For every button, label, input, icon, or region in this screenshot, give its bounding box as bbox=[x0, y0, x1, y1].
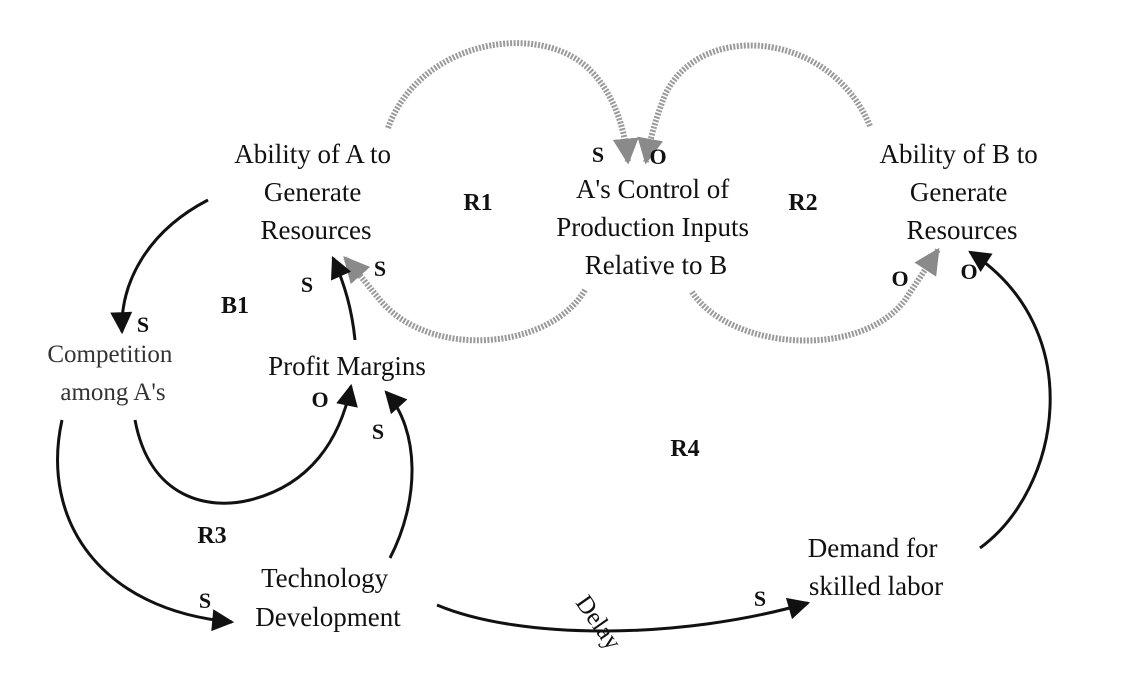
polarity-a-to-control: S bbox=[592, 142, 604, 167]
loop-label-r3: R3 bbox=[197, 523, 226, 549]
polarity-control-to-a: S bbox=[374, 256, 386, 281]
polarity-b-to-control: O bbox=[649, 144, 666, 169]
node-ability-a: Ability of A to Generate Resources bbox=[234, 139, 398, 245]
link-ability-b-to-control bbox=[637, 42, 873, 165]
loop-label-r1: R1 bbox=[463, 190, 492, 216]
delay-label: Delay bbox=[570, 591, 627, 656]
link-tech-to-demand bbox=[436, 597, 811, 633]
loop-label-r2: R2 bbox=[788, 190, 817, 216]
polarity-competition-to-tech: S bbox=[199, 588, 211, 613]
node-control: A's Control of Production Inputs Relativ… bbox=[556, 174, 756, 280]
loop-label-b1: B1 bbox=[221, 293, 249, 319]
polarity-a-to-competition: S bbox=[137, 312, 149, 337]
node-demand: Demand for skilled labor bbox=[808, 533, 944, 601]
node-profit-margins: Profit Margins bbox=[268, 351, 426, 381]
link-tech-to-profit bbox=[384, 390, 414, 559]
link-profit-to-ability-a bbox=[330, 255, 357, 341]
link-control-to-ability-b bbox=[689, 247, 941, 344]
polarity-tech-to-profit: S bbox=[372, 419, 384, 444]
polarity-control-to-b: O bbox=[891, 266, 908, 291]
node-competition: Competition among A's bbox=[47, 341, 178, 406]
link-ability-a-to-competition bbox=[110, 198, 209, 335]
polarity-competition-to-profit: O bbox=[311, 387, 328, 412]
node-technology: Technology Development bbox=[255, 563, 401, 632]
node-ability-b: Ability of B to Generate Resources bbox=[879, 139, 1044, 245]
polarity-profit-to-a: S bbox=[301, 272, 313, 297]
loop-label-r4: R4 bbox=[670, 436, 699, 462]
polarity-tech-to-demand: S bbox=[754, 586, 766, 611]
polarity-demand-to-b: O bbox=[960, 259, 977, 284]
link-ability-a-to-control bbox=[385, 40, 639, 165]
link-competition-to-tech bbox=[56, 419, 235, 632]
link-demand-to-ability-b bbox=[968, 250, 1052, 550]
link-competition-to-profit bbox=[133, 383, 358, 505]
